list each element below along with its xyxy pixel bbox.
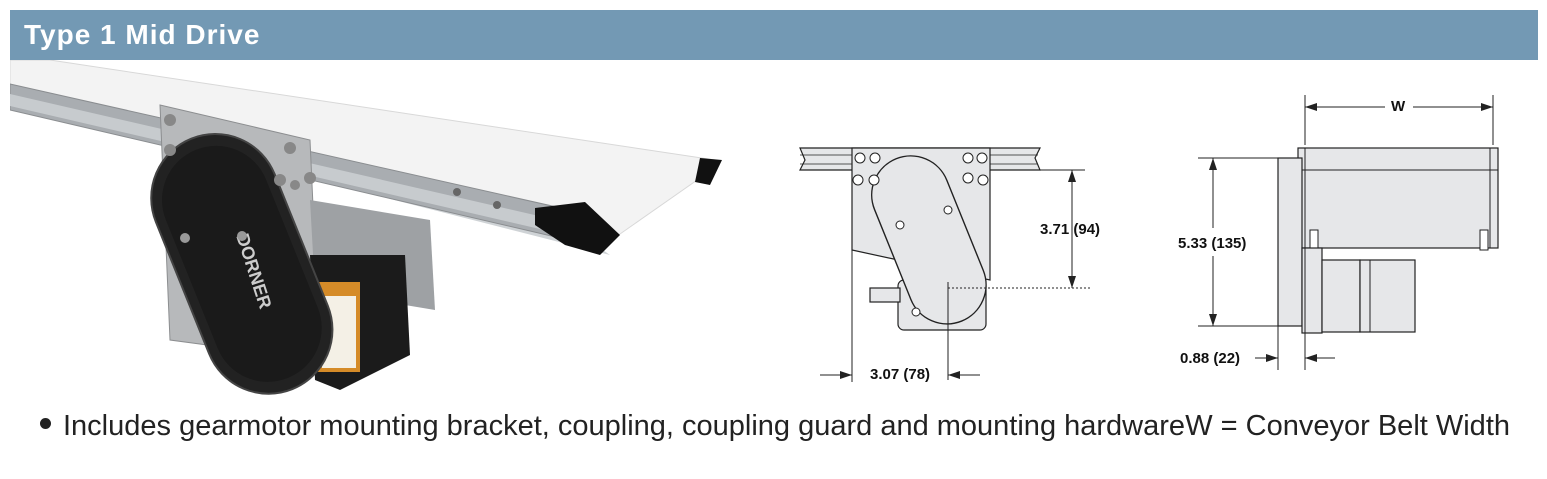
end-height-dimension: 5.33 (135) xyxy=(1178,235,1247,252)
end-width-dimension: W xyxy=(1391,98,1406,115)
section-title: Type 1 Mid Drive xyxy=(24,19,261,50)
bullet-icon xyxy=(40,418,51,429)
side-view-drawing xyxy=(799,147,1090,382)
end-offset-dimension: 0.88 (22) xyxy=(1180,350,1241,367)
end-view-drawing xyxy=(1198,95,1499,370)
feature-bullet-text: Includes gearmotor mounting bracket, cou… xyxy=(63,410,1186,442)
section-header: Type 1 Mid Drive xyxy=(10,10,1538,60)
side-width-dimension: 3.07 (78) xyxy=(870,366,931,383)
feature-bullet: Includes gearmotor mounting bracket, cou… xyxy=(40,410,1185,443)
width-legend: W = Conveyor Belt Width xyxy=(1185,410,1510,442)
conveyor-photo: DORNER xyxy=(10,60,722,395)
side-height-dimension: 3.71 (94) xyxy=(1040,221,1101,238)
